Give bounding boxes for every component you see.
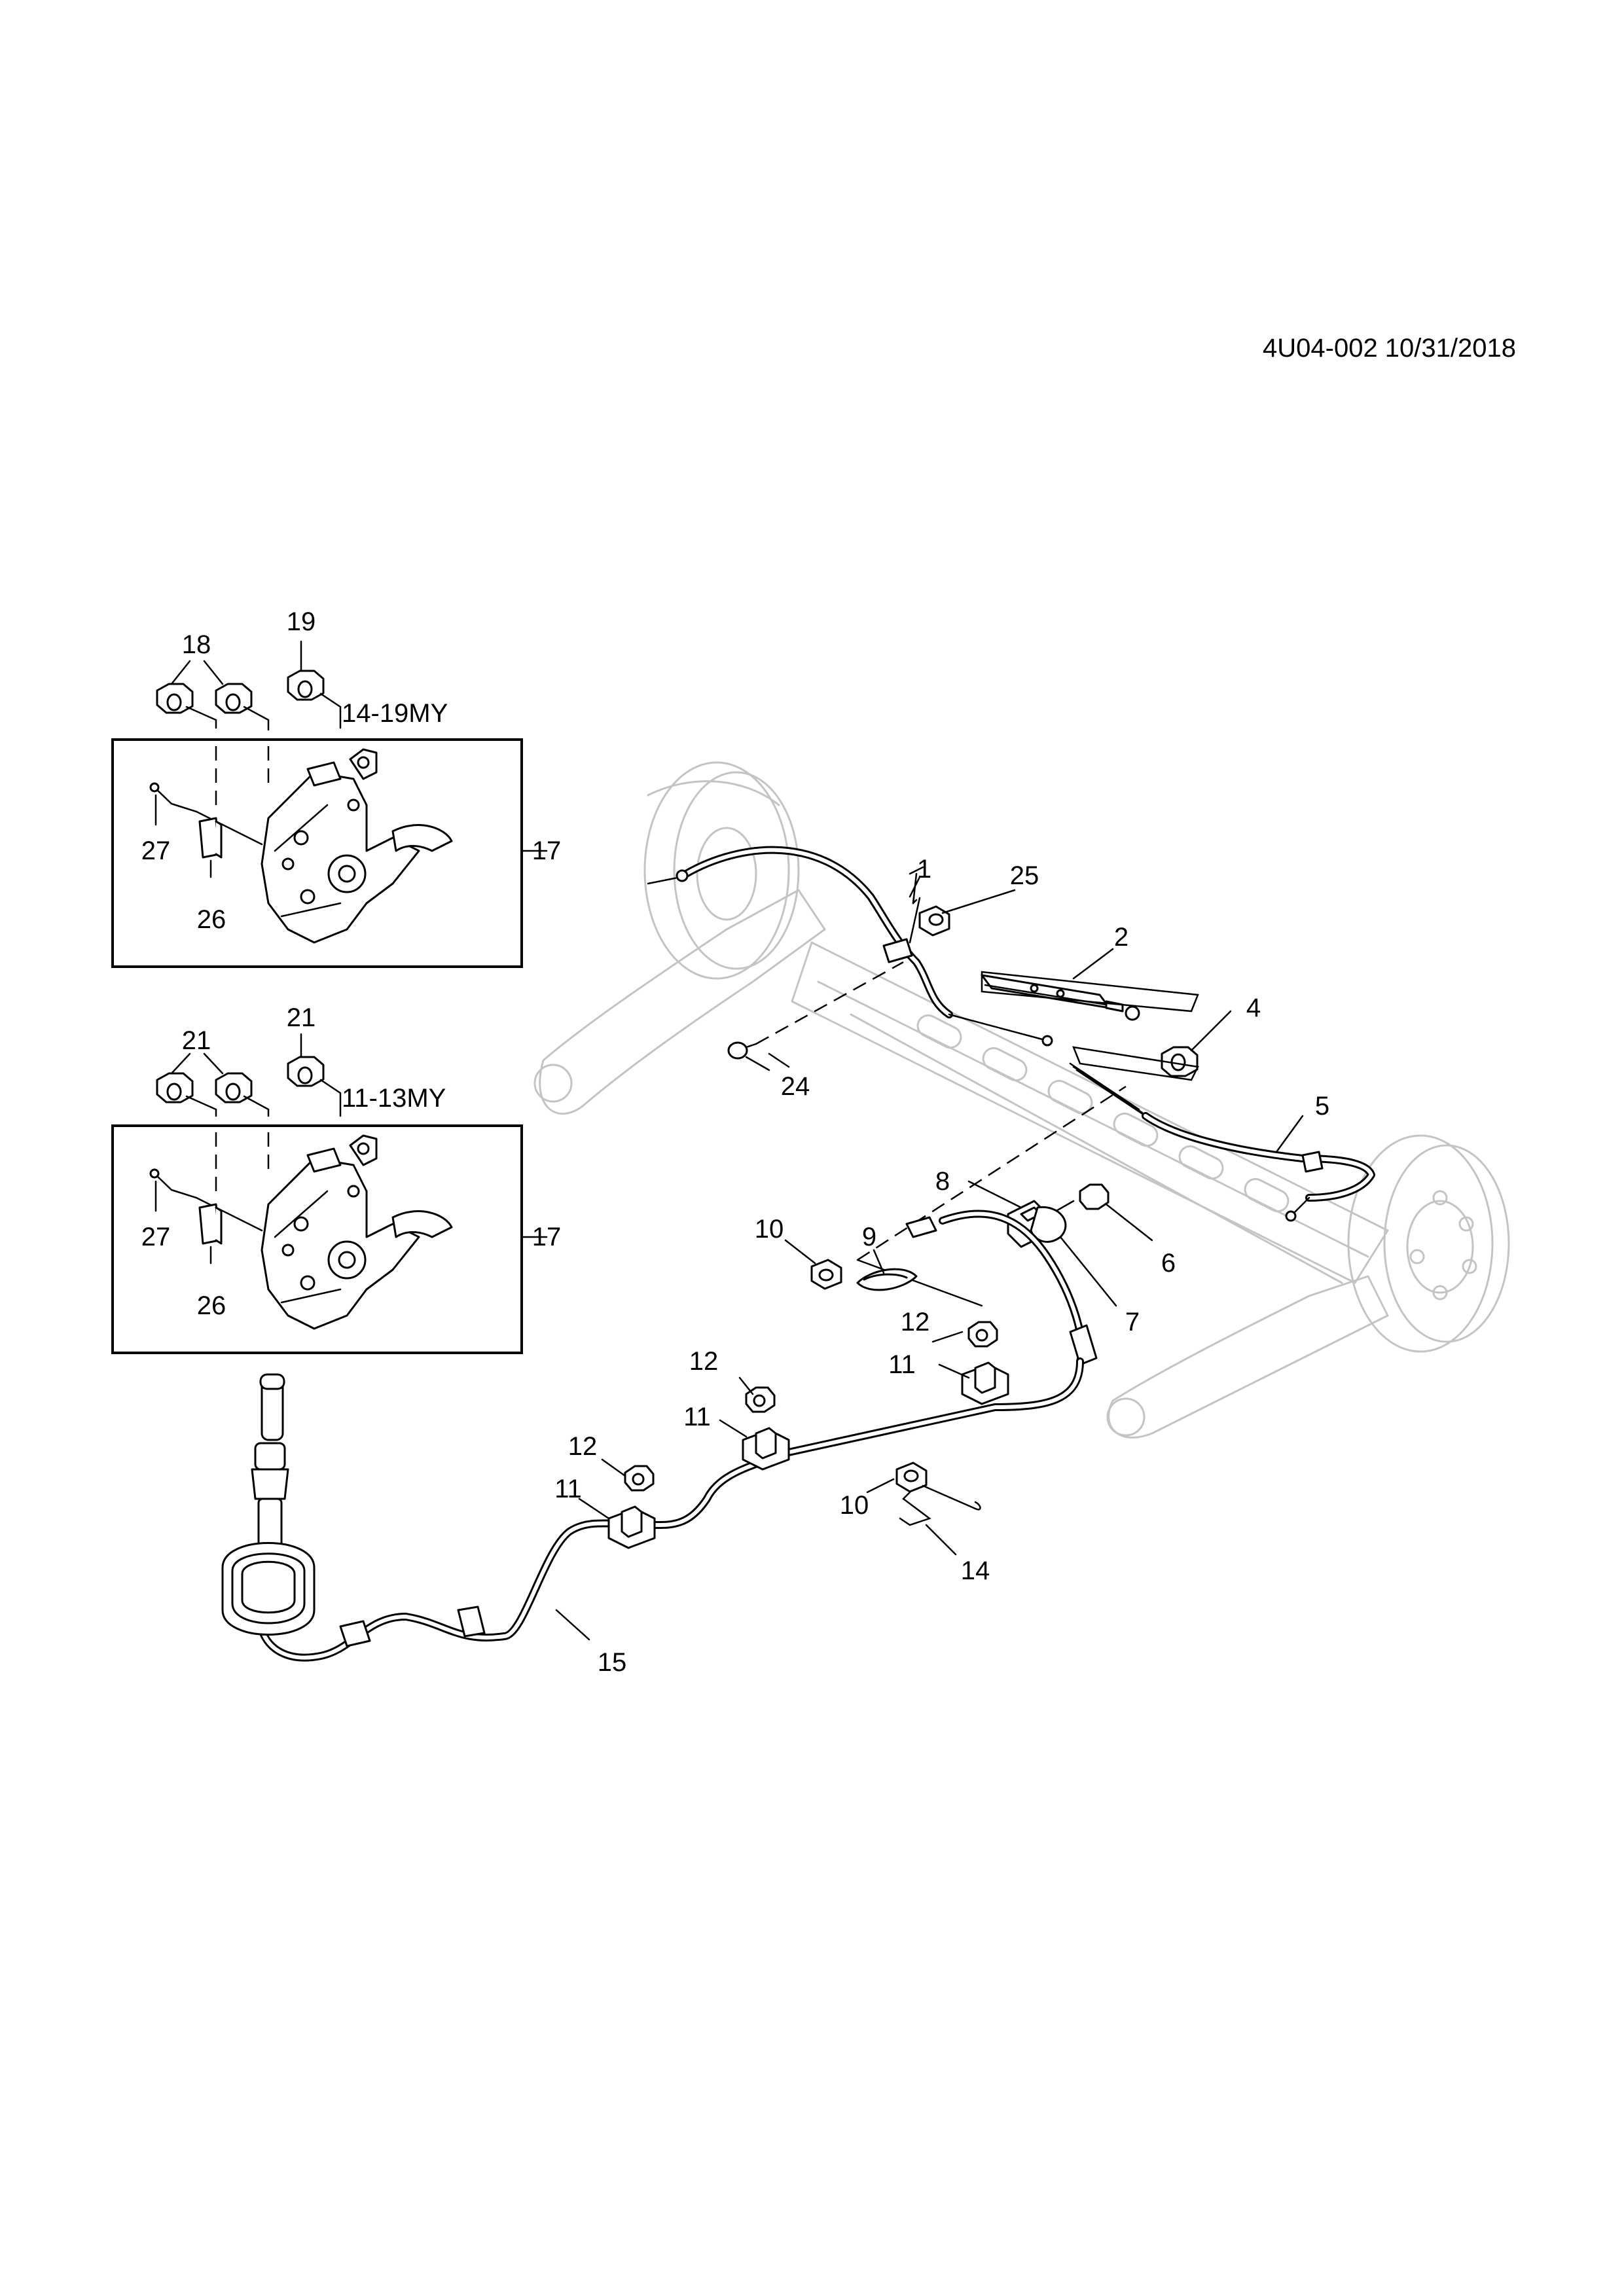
rear-axle-outline xyxy=(533,761,1510,1439)
nut-12-left xyxy=(624,1465,655,1492)
pedal-bracket-upper xyxy=(261,748,453,944)
pedal-bracket-lower xyxy=(261,1134,453,1330)
callout-9: 9 xyxy=(861,1223,877,1251)
callout-6: 6 xyxy=(1161,1249,1176,1278)
screw-27-lower xyxy=(149,1168,173,1191)
bolt-6 xyxy=(1049,1183,1110,1215)
nut-19 xyxy=(287,670,325,701)
grommet-25 xyxy=(918,905,950,937)
pedal-assembly-box-lower xyxy=(111,1056,548,1354)
callout-21-left: 21 xyxy=(181,1026,211,1055)
callout-5: 5 xyxy=(1314,1092,1330,1121)
nut-18-left xyxy=(156,683,194,714)
callout-18: 18 xyxy=(181,630,211,659)
drawing-reference: 4U04-002 10/31/2018 xyxy=(1263,334,1516,363)
callout-10-lower: 10 xyxy=(839,1491,869,1520)
equalizer-2 xyxy=(981,974,1140,1021)
callout-24: 24 xyxy=(780,1072,810,1101)
nut-18-right xyxy=(215,683,253,714)
callout-21-top: 21 xyxy=(286,1003,316,1032)
retainer-clip xyxy=(856,1268,918,1291)
bracket-11-left xyxy=(607,1505,656,1549)
callout-12-mid: 12 xyxy=(689,1347,719,1376)
cable-15 xyxy=(258,1357,1084,1662)
callout-14: 14 xyxy=(960,1556,990,1585)
callout-26-upper: 26 xyxy=(196,905,226,934)
callout-1: 1 xyxy=(916,855,932,884)
callout-27-lower: 27 xyxy=(141,1223,171,1251)
clip-26-lower xyxy=(198,1203,223,1245)
pedal-assembly-box-upper xyxy=(111,670,548,968)
callout-26-lower: 26 xyxy=(196,1291,226,1320)
callout-11-right: 11 xyxy=(888,1350,916,1379)
callout-8: 8 xyxy=(935,1167,950,1196)
callout-2: 2 xyxy=(1113,923,1129,952)
callout-19: 19 xyxy=(286,607,316,636)
callout-10-upper: 10 xyxy=(754,1215,784,1244)
nut-4 xyxy=(1161,1046,1199,1077)
cable-1 xyxy=(647,846,1053,1047)
grommet-10-upper xyxy=(810,1259,842,1290)
callout-4: 4 xyxy=(1246,994,1261,1022)
screw-27-upper xyxy=(149,782,173,805)
callout-12-left: 12 xyxy=(568,1432,598,1461)
cable-9 xyxy=(905,1210,1098,1366)
nut-12-right xyxy=(967,1321,998,1348)
callout-12-right: 12 xyxy=(900,1308,930,1336)
dashed-guides xyxy=(856,971,1199,1307)
grommet-10-lower xyxy=(895,1462,928,1493)
callout-7: 7 xyxy=(1125,1308,1140,1336)
variant-label-14-19my: 14-19MY xyxy=(342,699,448,728)
handle-lever xyxy=(221,1373,316,1636)
callout-11-left: 11 xyxy=(554,1475,582,1503)
callout-17-lower: 17 xyxy=(532,1223,562,1251)
cable-5 xyxy=(1069,1062,1375,1222)
wire-clip-14 xyxy=(899,1484,981,1526)
nut-21-top xyxy=(287,1056,325,1087)
clip-26-upper xyxy=(198,817,223,859)
callout-15: 15 xyxy=(597,1648,627,1677)
bracket-11-right xyxy=(961,1361,1009,1405)
callout-25: 25 xyxy=(1009,861,1039,890)
nut-21-left xyxy=(156,1072,194,1103)
variant-label-11-13my: 11-13MY xyxy=(342,1084,446,1113)
leader-lines xyxy=(154,640,1304,1641)
bolt-24 xyxy=(727,961,904,1060)
callout-17-upper: 17 xyxy=(532,836,562,865)
nut-21-right xyxy=(215,1072,253,1103)
callout-11-mid: 11 xyxy=(683,1403,711,1431)
callout-27-upper: 27 xyxy=(141,836,171,865)
bracket-11-mid xyxy=(742,1427,790,1471)
